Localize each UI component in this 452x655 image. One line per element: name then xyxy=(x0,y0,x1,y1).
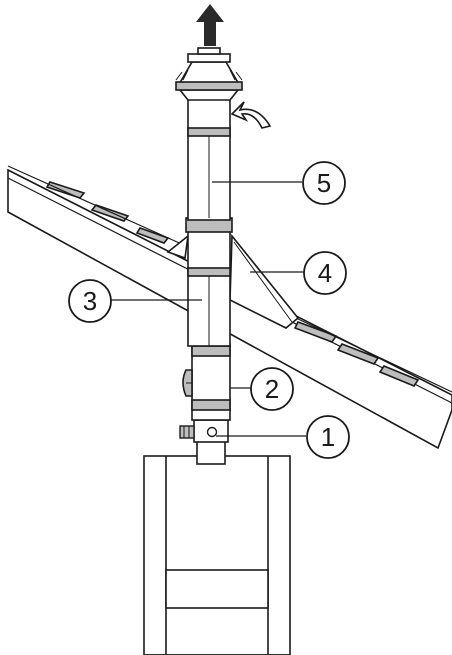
boiler-panel xyxy=(165,569,269,609)
curved-arrow-icon xyxy=(230,101,272,129)
up-arrow-icon xyxy=(196,4,224,46)
callout-2-label: 2 xyxy=(265,374,279,404)
terminal-cap xyxy=(175,47,243,101)
callout-1: 1 xyxy=(306,415,350,459)
callout-3-label: 3 xyxy=(83,286,97,316)
callout-4-label: 4 xyxy=(318,258,332,288)
callout-5: 5 xyxy=(302,161,346,205)
callout-5-label: 5 xyxy=(317,168,331,198)
flue-pipe xyxy=(185,95,233,465)
inspection-handle xyxy=(182,369,193,397)
callout-4: 4 xyxy=(303,251,347,295)
callout-3: 3 xyxy=(68,279,112,323)
boiler-body xyxy=(143,455,291,655)
callout-2: 2 xyxy=(250,367,294,411)
callout-1-label: 1 xyxy=(321,422,335,452)
sampling-cap xyxy=(179,425,218,439)
leader-lines xyxy=(108,181,306,437)
boiler xyxy=(143,455,291,655)
